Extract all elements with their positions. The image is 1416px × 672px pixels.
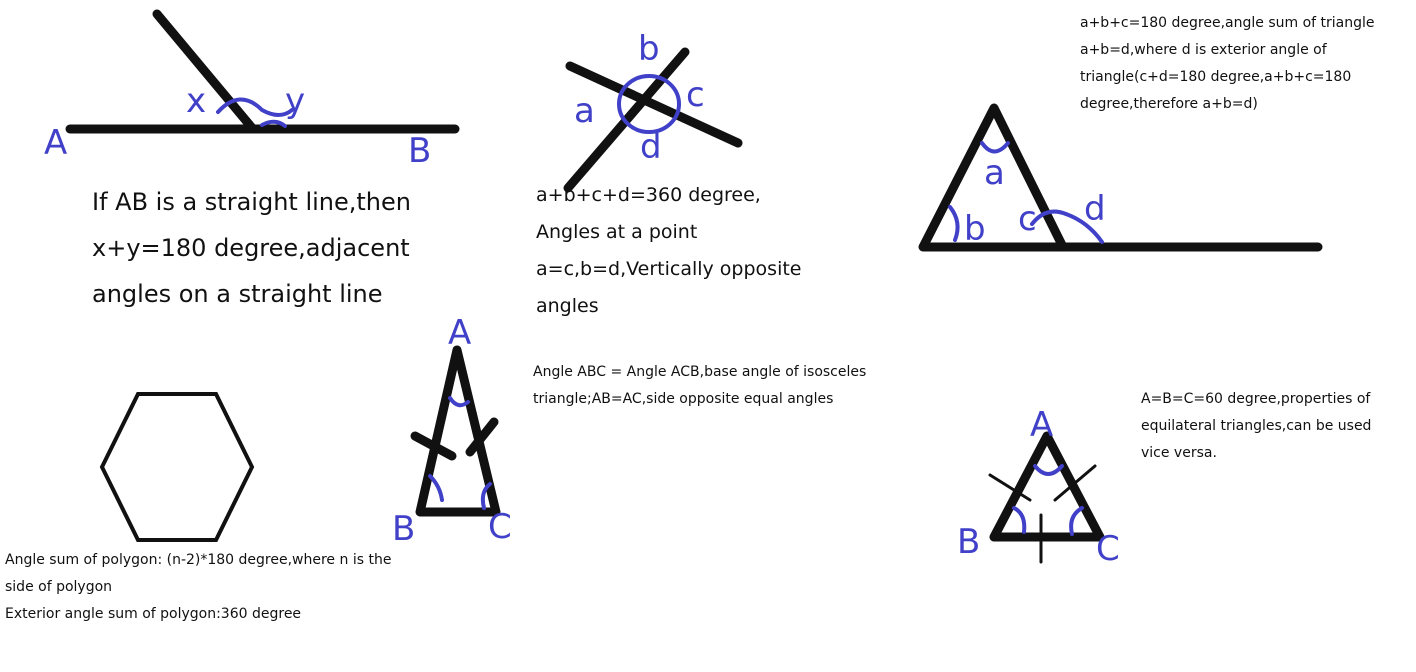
arc-eq-a [1033, 464, 1064, 476]
arc-apex [448, 396, 470, 408]
transversal-ray [152, 9, 258, 134]
note-equilateral: A=B=C=60 degree,properties of equilatera… [1141, 391, 1372, 461]
tick-right-side [1053, 464, 1097, 502]
equilateral-outline [989, 431, 1105, 542]
hexagon [99, 392, 255, 542]
exterior-angle-figure [918, 103, 1323, 252]
label-tri-b: b [964, 209, 986, 249]
label-x: x [186, 81, 206, 121]
note-polygon: Angle sum of polygon: (n-2)*180 degree,w… [5, 552, 392, 622]
label-tri-d: d [1084, 189, 1106, 229]
isosceles-figure [410, 345, 501, 517]
angle-circle [617, 74, 681, 134]
label-line-a: A [44, 123, 67, 163]
label-pt-b: b [638, 29, 660, 69]
label-iso-c: C [488, 507, 512, 547]
tick-left [410, 431, 457, 461]
angle-arc-xy [216, 97, 294, 117]
label-iso-b: B [392, 509, 415, 549]
arc-a [980, 141, 1010, 154]
tick-right [465, 417, 499, 457]
isosceles-outline [415, 345, 501, 517]
label-tri-a: a [984, 153, 1005, 193]
arc-b [948, 205, 960, 242]
equilateral-figure [989, 431, 1105, 542]
label-pt-c: c [686, 75, 705, 115]
isosceles-arcs [428, 396, 492, 510]
label-eq-b: B [957, 522, 980, 562]
tick-left-side [988, 473, 1032, 502]
label-eq-c: C [1096, 529, 1120, 569]
equilateral-ticks [988, 464, 1097, 564]
note-straight-line: If AB is a straight line,then x+y=180 de… [92, 188, 411, 308]
arc-eq-b [1012, 506, 1027, 534]
label-tri-c: c [1018, 199, 1037, 239]
label-pt-a: a [574, 91, 595, 131]
label-line-b: B [408, 131, 431, 171]
arc-base-c [480, 482, 492, 510]
label-y: y [285, 81, 305, 121]
line-one [565, 61, 743, 148]
exterior-angle-arcs [948, 141, 1104, 244]
arc-d [1064, 212, 1104, 244]
arc-base-b [428, 474, 444, 502]
note-triangle-sum: a+b+c=180 degree,angle sum of triangle a… [1080, 15, 1375, 112]
triangle-outline [918, 103, 1068, 252]
note-isosceles: Angle ABC = Angle ACB,base angle of isos… [533, 364, 867, 407]
angle-arc-base [260, 119, 287, 128]
arc-eq-c [1069, 506, 1084, 536]
label-pt-d: d [640, 127, 662, 167]
straight-line-annotations [216, 97, 294, 128]
arc-c [1030, 209, 1068, 226]
straight-line-figure [65, 9, 460, 134]
equilateral-arcs [1012, 464, 1084, 536]
label-iso-a: A [448, 313, 471, 353]
note-angles-at-point: a+b+c+d=360 degree, Angles at a point a=… [536, 184, 802, 317]
label-eq-a: A [1030, 405, 1053, 445]
